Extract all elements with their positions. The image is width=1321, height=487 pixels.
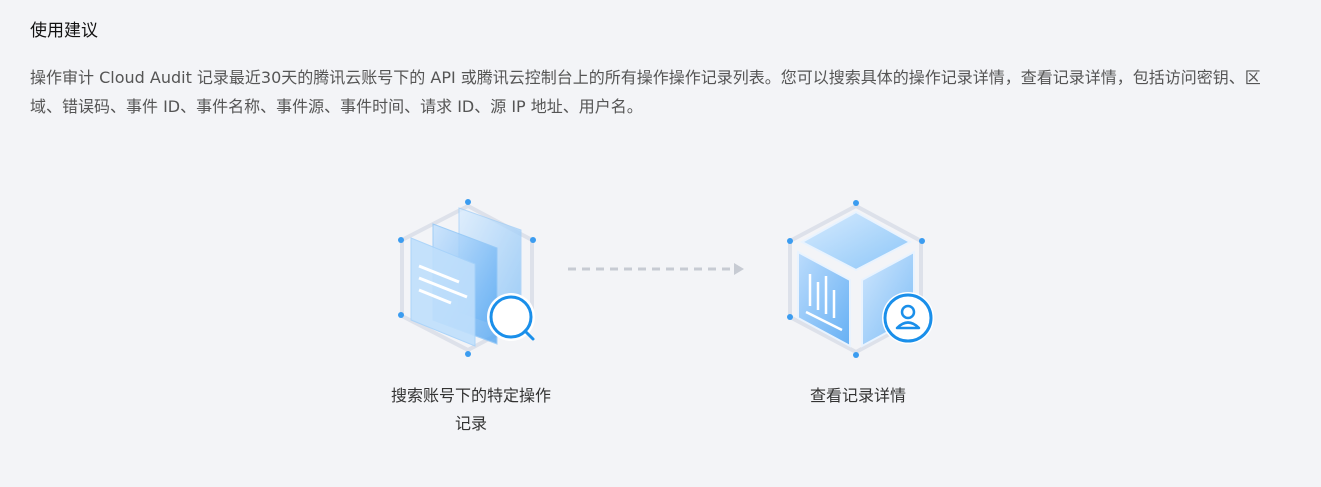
record-details-icon — [787, 200, 934, 358]
section-title: 使用建议 — [30, 21, 98, 41]
search-records-icon — [398, 199, 536, 357]
step-view-details: 查看记录详情 — [758, 196, 958, 410]
step-label-search: 搜索账号下的特定操作记录 — [391, 386, 552, 433]
flow-arrow-icon — [568, 263, 744, 275]
section-description: 操作审计 Cloud Audit 记录最近30天的腾讯云账号下的 API 或腾讯… — [30, 68, 1261, 116]
step-label-details: 查看记录详情 — [809, 386, 906, 405]
step-search-records: 搜索账号下的特定操作记录 — [371, 196, 571, 438]
